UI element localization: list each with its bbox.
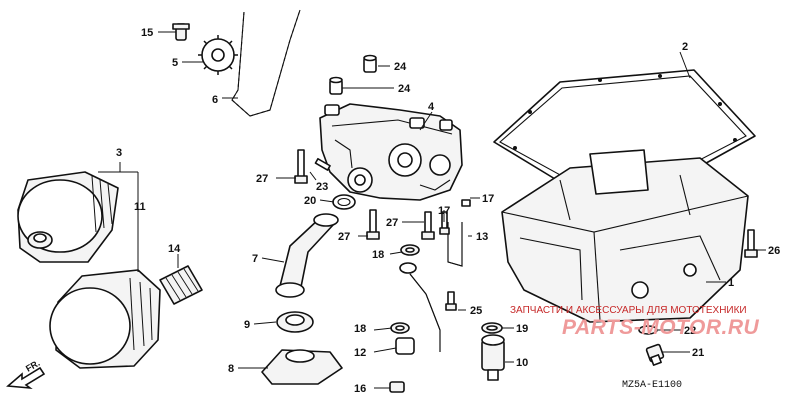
callout-10: 10 <box>516 357 528 369</box>
shop-watermark: ЗАПЧАСТИ И АКСЕССУАРЫ ДЛЯ МОТОТЕХНИКИ PA… <box>510 305 760 339</box>
dowel-pin <box>363 54 377 73</box>
drain-bolt-washer <box>638 325 658 335</box>
callout-5: 5 <box>172 57 178 69</box>
leader-lines <box>98 31 766 389</box>
front-direction-arrow: FR. <box>6 358 46 390</box>
callout-25: 25 <box>470 305 482 317</box>
oil-pan-bolt <box>744 229 758 258</box>
washer <box>400 244 420 256</box>
callout-27-left: 27 <box>338 231 350 243</box>
oil-pipe <box>447 222 463 267</box>
watermark-brand: PARTS-MOTOR.RU <box>562 316 760 339</box>
callout-3: 3 <box>116 147 122 159</box>
callout-4: 4 <box>428 101 435 113</box>
callout-13: 13 <box>476 231 488 243</box>
callout-22: 22 <box>684 325 696 337</box>
callout-11: 11 <box>134 201 146 213</box>
callout-labels: 15 5 6 24 24 4 2 3 11 14 27 23 20 7 9 8 … <box>116 27 780 395</box>
callout-24-upper: 24 <box>394 61 407 73</box>
callout-26: 26 <box>768 245 780 257</box>
callout-19: 19 <box>516 323 528 335</box>
callout-21: 21 <box>692 347 704 359</box>
callout-16: 16 <box>354 383 366 395</box>
callout-12: 12 <box>354 347 366 359</box>
o-ring <box>332 194 356 210</box>
callout-6: 6 <box>212 94 218 106</box>
oil-pressure-switch <box>481 334 505 381</box>
oil-pan <box>501 149 749 323</box>
oil-filter-center-bolt <box>159 265 203 305</box>
callout-27-pump: 27 <box>256 173 268 185</box>
oil-pump-assembly <box>319 103 463 201</box>
washer <box>390 322 410 334</box>
callout-18-upper: 18 <box>372 249 384 261</box>
watermark-tagline: ЗАПЧАСТИ И АКСЕССУАРЫ ДЛЯ МОТОТЕХНИКИ <box>510 305 747 316</box>
oil-strainer-pipe <box>275 213 339 298</box>
sealing-washer <box>481 322 503 334</box>
callout-17-left: 17 <box>438 205 450 217</box>
oil-filter <box>49 269 161 369</box>
oil-filter-cartridge <box>17 171 119 263</box>
callout-18-lower: 18 <box>354 323 366 335</box>
strainer-seal <box>276 311 314 333</box>
small-bolt <box>461 199 471 207</box>
callout-14: 14 <box>168 243 181 255</box>
callout-8: 8 <box>228 363 234 375</box>
nut <box>389 381 405 393</box>
small-bolt <box>445 291 457 311</box>
pin <box>314 157 331 171</box>
dowel-pin <box>329 76 343 95</box>
diagram-code: MZ5A-E1100 <box>622 380 682 391</box>
flange-bolt <box>421 211 435 240</box>
flange-bolt <box>366 209 380 240</box>
callout-24-lower: 24 <box>398 83 411 95</box>
callout-7: 7 <box>252 253 258 265</box>
callout-27-mid: 27 <box>386 217 398 229</box>
callout-2: 2 <box>682 41 688 53</box>
oil-pump-sprocket <box>198 35 238 75</box>
oil-pipe <box>395 262 441 355</box>
flange-bolt <box>294 149 308 184</box>
strainer-screen <box>261 349 343 385</box>
callout-20: 20 <box>304 195 316 207</box>
callout-1: 1 <box>728 277 734 289</box>
callout-17: 17 <box>482 193 494 205</box>
drain-bolt <box>645 343 665 366</box>
callout-23: 23 <box>316 181 328 193</box>
cam-chain <box>231 9 301 117</box>
callout-15: 15 <box>141 27 153 39</box>
callout-9: 9 <box>244 319 250 331</box>
